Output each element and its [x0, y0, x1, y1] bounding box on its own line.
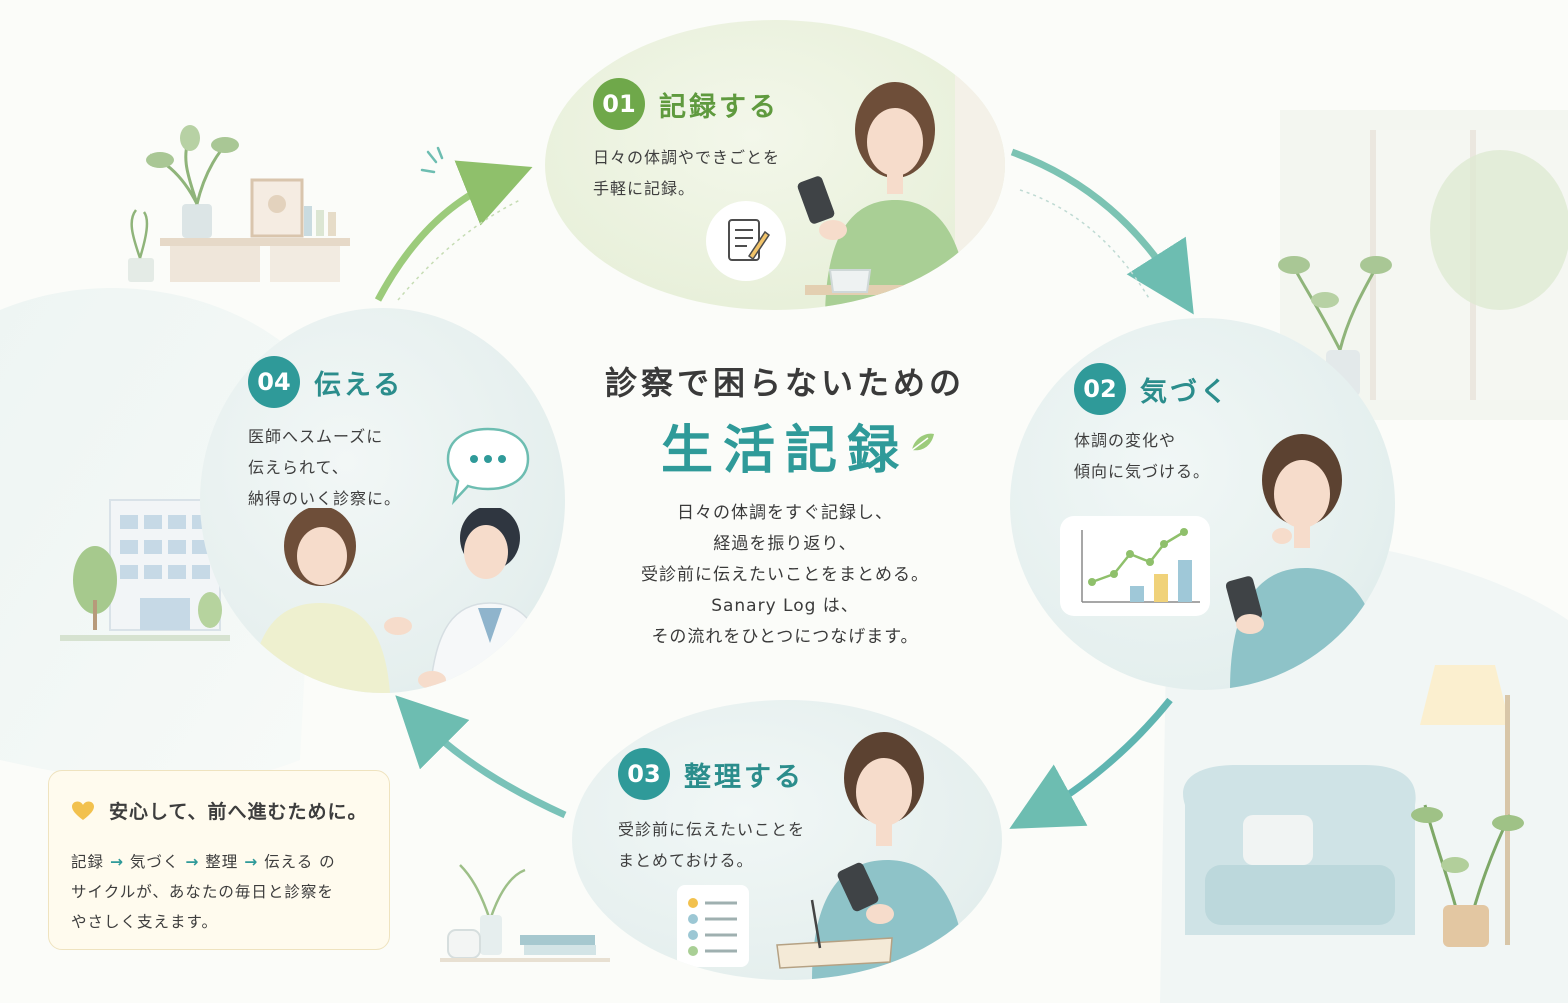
arrow-02-to-03 — [1009, 697, 1173, 829]
step-01-header: 01 記録する — [593, 78, 779, 130]
clinic-building-illustration — [60, 499, 230, 641]
woman-writing-notes-illustration — [776, 732, 967, 980]
step-02-header: 02 気づく — [1074, 363, 1230, 415]
note-body-line-2: やさしく支えます。 — [71, 913, 218, 931]
note-title-row: 安心して、前へ進むために。 — [71, 797, 367, 824]
step-03-number: 03 — [618, 748, 670, 800]
arrow-04-to-01 — [374, 160, 533, 302]
step-03-title: 整理する — [684, 761, 804, 793]
step-04-circle: 04 伝える 医師へスムーズに 伝えられて、 納得のいく診察に。 — [200, 308, 565, 693]
step-01-title: 記録する — [659, 91, 779, 123]
note-body-line-1: サイクルが、あなたの毎日と診察を — [71, 883, 334, 901]
arrow-01-to-02 — [1010, 148, 1194, 315]
step-01-number: 01 — [593, 78, 645, 130]
step-02-description: 体調の変化や 傾向に気づける。 — [1074, 431, 1211, 481]
arrow-03-to-04 — [395, 695, 567, 819]
line-bar-chart-icon — [1060, 516, 1210, 616]
leaf-icon — [911, 433, 934, 451]
step-03-header: 03 整理する — [618, 748, 804, 800]
note-body: 記録 → 気づく → 整理 → 伝える の サイクルが、あなたの毎日と診察を や… — [71, 847, 336, 937]
note-title: 安心して、前へ進むために。 — [109, 801, 368, 823]
reassurance-note-box: 安心して、前へ進むために。 記録 → 気づく → 整理 → 伝える の サイクル… — [48, 770, 390, 950]
step-04-number: 04 — [248, 356, 300, 408]
center-subtitle: 診察で困らないための — [604, 364, 965, 402]
center-description: 日々の体調をすぐ記録し、 経過を振り返り、 受診前に伝えたいことをまとめる。 S… — [641, 503, 929, 647]
window-with-plant-illustration — [1278, 130, 1568, 400]
step-02-circle: 02 気づく 体調の変化や 傾向に気づける。 — [1010, 318, 1395, 690]
woman-thinking-with-phone-illustration — [1225, 434, 1385, 690]
step-03-description: 受診前に伝えたいことを まとめておける。 — [618, 820, 806, 870]
heart-icon — [71, 800, 95, 822]
step-01-description: 日々の体調やできごとを 手軽に記録。 — [593, 148, 781, 198]
patient-and-doctor-illustration — [250, 508, 550, 693]
checklist-icon — [677, 885, 749, 967]
step-04-title: 伝える — [314, 369, 404, 401]
step-04-description: 医師へスムーズに 伝えられて、 納得のいく診察に。 — [248, 427, 402, 508]
step-03-circle: 03 整理する 受診前に伝えたいことを まとめておける。 — [572, 700, 1002, 980]
step-02-title: 気づく — [1140, 376, 1230, 408]
notepad-pencil-icon — [705, 200, 787, 282]
woman-with-phone-illustration — [797, 60, 1005, 310]
center-title: 生活記録 — [660, 421, 909, 481]
cup-and-books-illustration — [440, 864, 610, 962]
step-04-header: 04 伝える — [248, 356, 403, 408]
step-02-number: 02 — [1074, 363, 1126, 415]
armchair-lamp-plant-illustration — [1183, 665, 1524, 947]
speech-bubble-icon — [440, 423, 536, 511]
note-cycle-line: 記録 → 気づく → 整理 → 伝える の — [71, 853, 336, 871]
shelf-with-plants-illustration — [128, 125, 350, 282]
step-01-circle: 01 記録する 日々の体調やできごとを 手軽に記録。 — [545, 20, 1005, 310]
